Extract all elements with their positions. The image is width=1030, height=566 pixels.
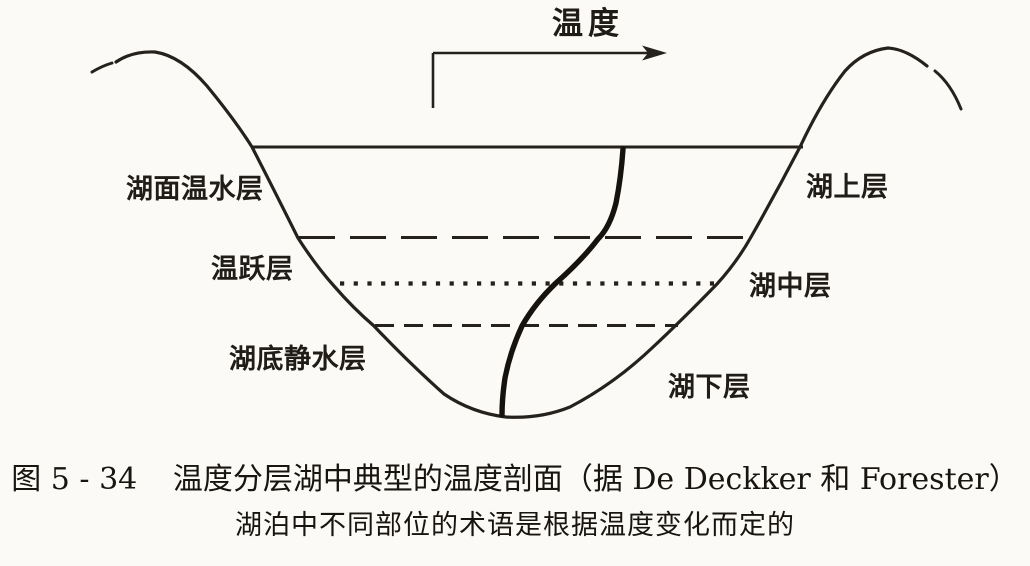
temperature-profile-curve bbox=[499, 146, 626, 418]
figure-subtitle: 湖泊中不同部位的术语是根据温度变化而定的 bbox=[235, 510, 795, 541]
arrow-right-icon bbox=[642, 45, 667, 61]
right-bank-tip-stroke bbox=[933, 69, 963, 111]
label-thermocline: 温跃层 bbox=[211, 254, 294, 285]
label-surface-warm-layer: 湖面温水层 bbox=[126, 174, 264, 205]
lake-cross-section-diagram bbox=[90, 45, 963, 419]
figure-number: 图 5 - 34 bbox=[11, 462, 138, 497]
left-bank-tip-stroke bbox=[90, 61, 114, 74]
label-bottom-still-layer: 湖底静水层 bbox=[229, 344, 367, 375]
label-hypolimnion: 湖下层 bbox=[668, 372, 751, 403]
lake-basin-outline bbox=[114, 46, 929, 419]
figure-caption: 图 5 - 34 温度分层湖中典型的温度剖面（据 De Deckker 和 Fo… bbox=[0, 462, 1030, 542]
figure-title: 温度分层湖中典型的温度剖面（据 De Deckker 和 Forester） bbox=[172, 462, 1019, 497]
label-epilimnion: 湖上层 bbox=[806, 172, 889, 203]
label-metalimnion: 湖中层 bbox=[749, 271, 832, 302]
axis-label-temperature: 温度 bbox=[552, 6, 624, 42]
caption-main-line: 图 5 - 34 温度分层湖中典型的温度剖面（据 De Deckker 和 Fo… bbox=[0, 462, 1030, 498]
